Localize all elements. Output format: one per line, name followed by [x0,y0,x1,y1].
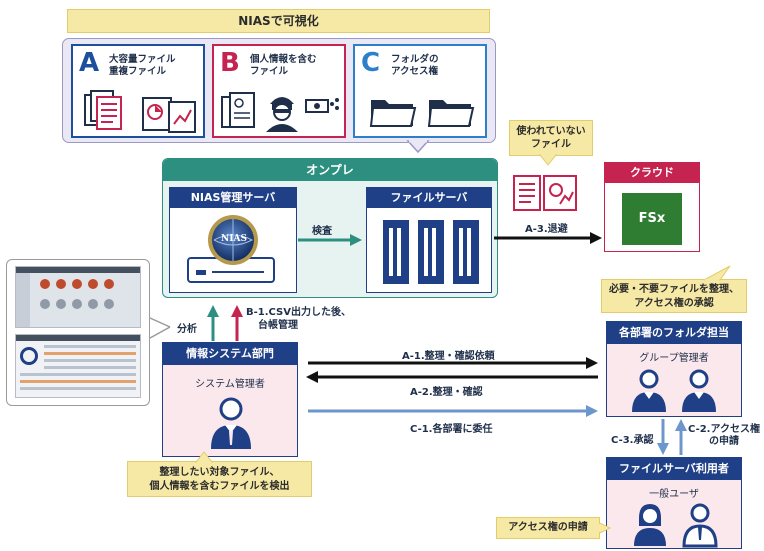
folder-icon [427,100,475,127]
a2-label: A-2.整理・確認 [410,387,483,398]
category-b-card: B 個人情報を含む ファイル [212,44,346,138]
category-c-card: C フォルダの アクセス権 [353,44,487,138]
male-user-icon [682,503,718,548]
info-dept-role: システム管理者 [195,379,265,390]
category-letter: A [79,48,100,78]
file-server-card: ファイルサーバ [366,187,492,293]
c3-label: C-3.承認 [611,435,654,446]
group-person-icon [632,369,666,412]
info-dept-title: 情報システム部門 [163,343,297,365]
archived-files-icon [513,175,577,211]
inspect-label: 検査 [312,226,332,237]
nias-server-icon [187,215,275,283]
info-dept-card: 情報システム部門 システム管理者 [162,342,298,457]
nias-logo-text: NIAS [221,234,247,244]
folder-owner-card: 各部署のフォルダ担当 グループ管理者 [606,321,742,417]
money-icon [305,98,339,113]
c2-label: C-2.アクセス権 の申請 [688,424,760,447]
folder-owner-note: 必要・不要ファイルを整理、 アクセス権の承認 [601,279,747,313]
c2-arrowhead [675,419,687,431]
analysis-arrowhead [207,305,219,317]
file-server-title: ファイルサーバ [367,188,491,208]
dashboard-bottom [15,334,141,398]
nias-server-title: NIAS管理サーバ [170,188,296,208]
admin-person-icon [211,397,251,449]
category-letter: C [361,48,381,78]
onprem-title: オンプレ [163,159,497,181]
category-title: 大容量ファイル 重複ファイル [109,54,176,77]
c1-label: C-1.各部署に委任 [410,424,493,435]
c1-arrowhead [586,405,598,417]
cloud-title: クラウド [605,163,699,183]
folder-owner-title: 各部署のフォルダ担当 [607,322,741,344]
a1-label: A-1.整理・確認依頼 [402,351,495,362]
folder-icon [369,100,417,127]
category-a-card: A 大容量ファイル 重複ファイル [71,44,205,138]
cloud-card: クラウド FSx [604,162,700,252]
group-person-icon [682,369,716,412]
hacker-icon [266,97,298,132]
female-user-icon [634,504,666,546]
analysis-label: 分析 [177,324,197,335]
info-dept-note: 整理したい対象ファイル、 個人情報を含むファイルを検出 [127,461,312,497]
category-title: フォルダの アクセス権 [391,54,439,77]
file-user-role: 一般ユーザ [649,489,699,500]
id-document-icon [221,92,255,128]
unused-files-note: 使われていない ファイル [509,120,593,156]
b1-arrowhead [231,305,243,317]
category-title: 個人情報を含む ファイル [250,54,317,77]
b1-label: B-1.CSV出力した後、 台帳管理 [246,307,351,331]
a3-arrowhead [590,232,602,244]
folder-owner-role: グループ管理者 [639,353,709,364]
category-letter: B [220,48,240,78]
nias-server-card: NIAS管理サーバ NIAS [169,187,297,293]
a2-arrowhead [306,371,318,383]
nias-banner: NIASで可視化 [67,9,490,33]
duplicate-chart-icon [142,97,196,133]
a3-label: A-3.退避 [525,224,568,235]
file-user-card: ファイルサーバ利用者 一般ユーザ [606,457,742,549]
server-rack-icon [383,220,479,284]
fsx-logo: FSx [622,193,682,245]
file-user-title: ファイルサーバ利用者 [607,458,741,480]
document-stack-icon [84,90,122,130]
dashboard-top [15,266,141,328]
c3-arrowhead [657,443,669,455]
a1-arrowhead [586,357,598,369]
inspect-arrowhead [350,234,362,246]
dashboard-screenshot [6,259,150,406]
